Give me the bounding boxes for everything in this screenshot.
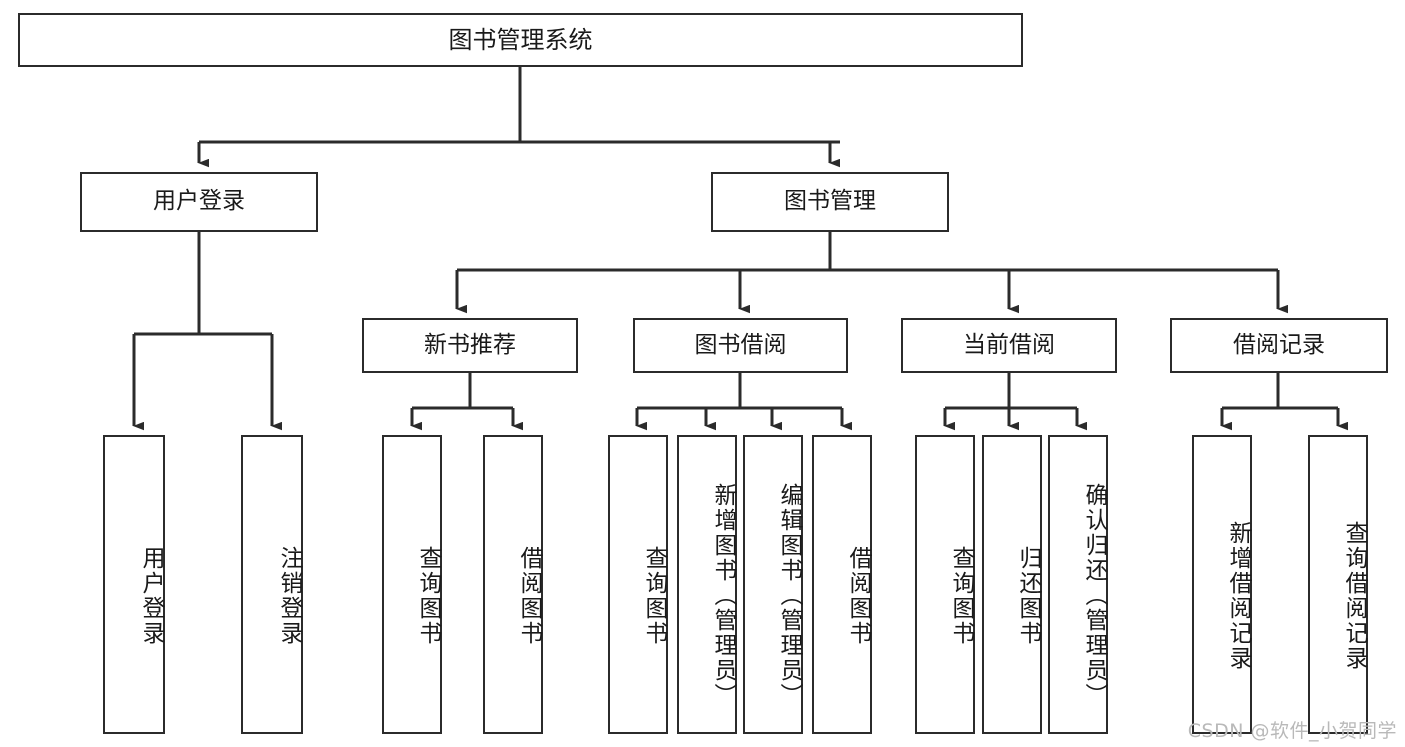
node-leaf-query-record[interactable]: 查询借阅记录 [1308,435,1368,734]
node-leaf-add-book[interactable]: 新增图书（管理员） [677,435,737,734]
node-leaf-user-logout[interactable]: 注销登录 [241,435,303,734]
node-leaf-user-login[interactable]: 用户登录 [103,435,165,734]
node-leaf-query-book-2[interactable]: 查询图书 [608,435,668,734]
node-new-book-recommend[interactable]: 新书推荐 [362,318,578,373]
node-leaf-borrow-book-2-label: 借阅图书 [845,545,871,646]
node-leaf-edit-book[interactable]: 编辑图书（管理员） [743,435,803,734]
node-user-login-label: 用户登录 [153,188,245,215]
node-leaf-user-logout-label: 注销登录 [276,545,302,646]
node-leaf-query-book-1-label: 查询图书 [415,545,441,646]
node-leaf-query-book-1[interactable]: 查询图书 [382,435,442,734]
node-book-borrow[interactable]: 图书借阅 [633,318,848,373]
node-leaf-borrow-book-2[interactable]: 借阅图书 [812,435,872,734]
node-leaf-confirm-return-label: 确认归还（管理员） [1081,483,1107,708]
node-book-manage-label: 图书管理 [784,188,876,215]
node-borrow-record[interactable]: 借阅记录 [1170,318,1388,373]
csdn-watermark: CSDN @软件_小贺同学 [1187,720,1397,742]
node-leaf-query-book-3-label: 查询图书 [948,545,974,646]
node-user-login[interactable]: 用户登录 [80,172,318,232]
node-leaf-user-login-label: 用户登录 [138,545,164,646]
node-leaf-add-record-label: 新增借阅记录 [1225,520,1251,671]
node-leaf-edit-book-label: 编辑图书（管理员） [776,483,802,708]
node-current-borrow-label: 当前借阅 [963,331,1055,358]
node-leaf-query-book-2-label: 查询图书 [641,545,667,646]
node-leaf-borrow-book-1-label: 借阅图书 [516,545,542,646]
node-book-borrow-label: 图书借阅 [694,331,787,358]
node-current-borrow[interactable]: 当前借阅 [901,318,1117,373]
node-borrow-record-label: 借阅记录 [1233,331,1325,358]
node-leaf-add-book-label: 新增图书（管理员） [710,483,736,708]
node-leaf-borrow-book-1[interactable]: 借阅图书 [483,435,543,734]
node-leaf-return-book[interactable]: 归还图书 [982,435,1042,734]
node-book-manage[interactable]: 图书管理 [711,172,949,232]
node-new-book-recommend-label: 新书推荐 [424,331,516,358]
node-leaf-query-record-label: 查询借阅记录 [1341,520,1367,671]
node-root-label: 图书管理系统 [448,25,593,54]
node-root[interactable]: 图书管理系统 [18,13,1023,67]
node-leaf-confirm-return[interactable]: 确认归还（管理员） [1048,435,1108,734]
node-leaf-query-book-3[interactable]: 查询图书 [915,435,975,734]
node-leaf-add-record[interactable]: 新增借阅记录 [1192,435,1252,734]
node-leaf-return-book-label: 归还图书 [1015,545,1041,646]
